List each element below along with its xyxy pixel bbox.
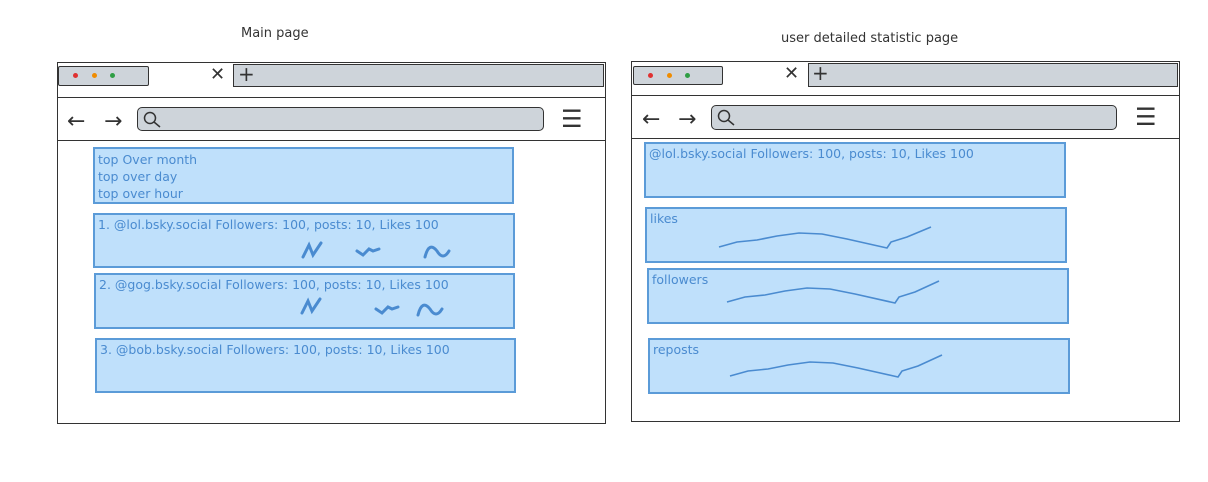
chart-line	[726, 280, 940, 304]
forward-icon[interactable]: →	[104, 109, 123, 134]
reposts-line-chart	[729, 354, 943, 378]
user-list-item[interactable]: 3. @bob.bsky.social Followers: 100, post…	[95, 338, 516, 393]
detail-browser-window	[631, 61, 1180, 422]
sparklines	[300, 297, 444, 317]
reposts-chart-panel: reposts	[648, 338, 1070, 394]
tab-strip	[808, 63, 1178, 87]
address-bar[interactable]	[137, 107, 544, 131]
user-list-item[interactable]: 2. @gog.bsky.social Followers: 100, post…	[94, 273, 515, 329]
search-icon	[143, 111, 161, 128]
divider	[631, 95, 1180, 96]
tab-strip	[233, 64, 604, 87]
followers-chart-panel: followers	[647, 268, 1069, 324]
main-browser-window	[57, 62, 606, 424]
followers-line-chart	[726, 280, 940, 304]
main-page-caption: Main page	[241, 26, 309, 41]
maximize-dot-icon	[110, 73, 115, 78]
chart-line	[718, 226, 932, 249]
likes-chart-panel: likes	[645, 207, 1067, 263]
sparkline-mark	[416, 303, 444, 317]
user-summary: 1. @lol.bsky.social Followers: 100, post…	[98, 217, 439, 232]
sparklines	[301, 241, 451, 259]
close-tab-icon[interactable]: ✕	[784, 63, 800, 84]
detail-page-caption: user detailed statistic page	[781, 31, 959, 46]
divider	[57, 97, 606, 98]
maximize-dot-icon	[685, 73, 690, 78]
new-tab-icon[interactable]: +	[238, 62, 255, 86]
back-icon[interactable]: ←	[642, 107, 661, 132]
address-bar[interactable]	[711, 105, 1117, 130]
filter-top-month[interactable]: top Over month	[98, 152, 198, 167]
menu-icon[interactable]: ☰	[561, 105, 583, 133]
chart-line	[729, 354, 943, 378]
sparkline-mark	[423, 245, 451, 259]
sparkline-mark	[374, 305, 400, 315]
close-dot-icon	[648, 73, 653, 78]
chart-label: likes	[650, 211, 678, 226]
browser-tab[interactable]	[58, 66, 149, 86]
chart-label: reposts	[653, 342, 700, 357]
user-summary: 2. @gog.bsky.social Followers: 100, post…	[99, 277, 449, 292]
user-summary: @lol.bsky.social Followers: 100, posts: …	[649, 146, 974, 161]
time-filter-panel: top Over month top over day top over hou…	[93, 147, 514, 204]
user-summary: 3. @bob.bsky.social Followers: 100, post…	[100, 342, 450, 357]
browser-tab[interactable]	[633, 66, 723, 85]
close-tab-icon[interactable]: ✕	[210, 64, 226, 85]
sparkline-mark	[300, 297, 322, 315]
minimize-dot-icon	[667, 73, 672, 78]
user-list-item[interactable]: 1. @lol.bsky.social Followers: 100, post…	[93, 213, 515, 268]
back-icon[interactable]: ←	[67, 109, 86, 134]
menu-icon[interactable]: ☰	[1135, 103, 1157, 131]
minimize-dot-icon	[92, 73, 97, 78]
filter-top-hour[interactable]: top over hour	[98, 186, 183, 201]
search-icon	[717, 109, 735, 126]
close-dot-icon	[73, 73, 78, 78]
sparkline-mark	[355, 247, 381, 257]
new-tab-icon[interactable]: +	[812, 61, 829, 85]
chart-label: followers	[652, 272, 709, 287]
sparkline-mark	[301, 241, 323, 259]
user-summary-panel: @lol.bsky.social Followers: 100, posts: …	[644, 142, 1066, 198]
forward-icon[interactable]: →	[678, 107, 697, 132]
divider	[631, 138, 1180, 139]
likes-line-chart	[718, 226, 932, 249]
divider	[57, 140, 606, 141]
filter-top-day[interactable]: top over day	[98, 169, 178, 184]
